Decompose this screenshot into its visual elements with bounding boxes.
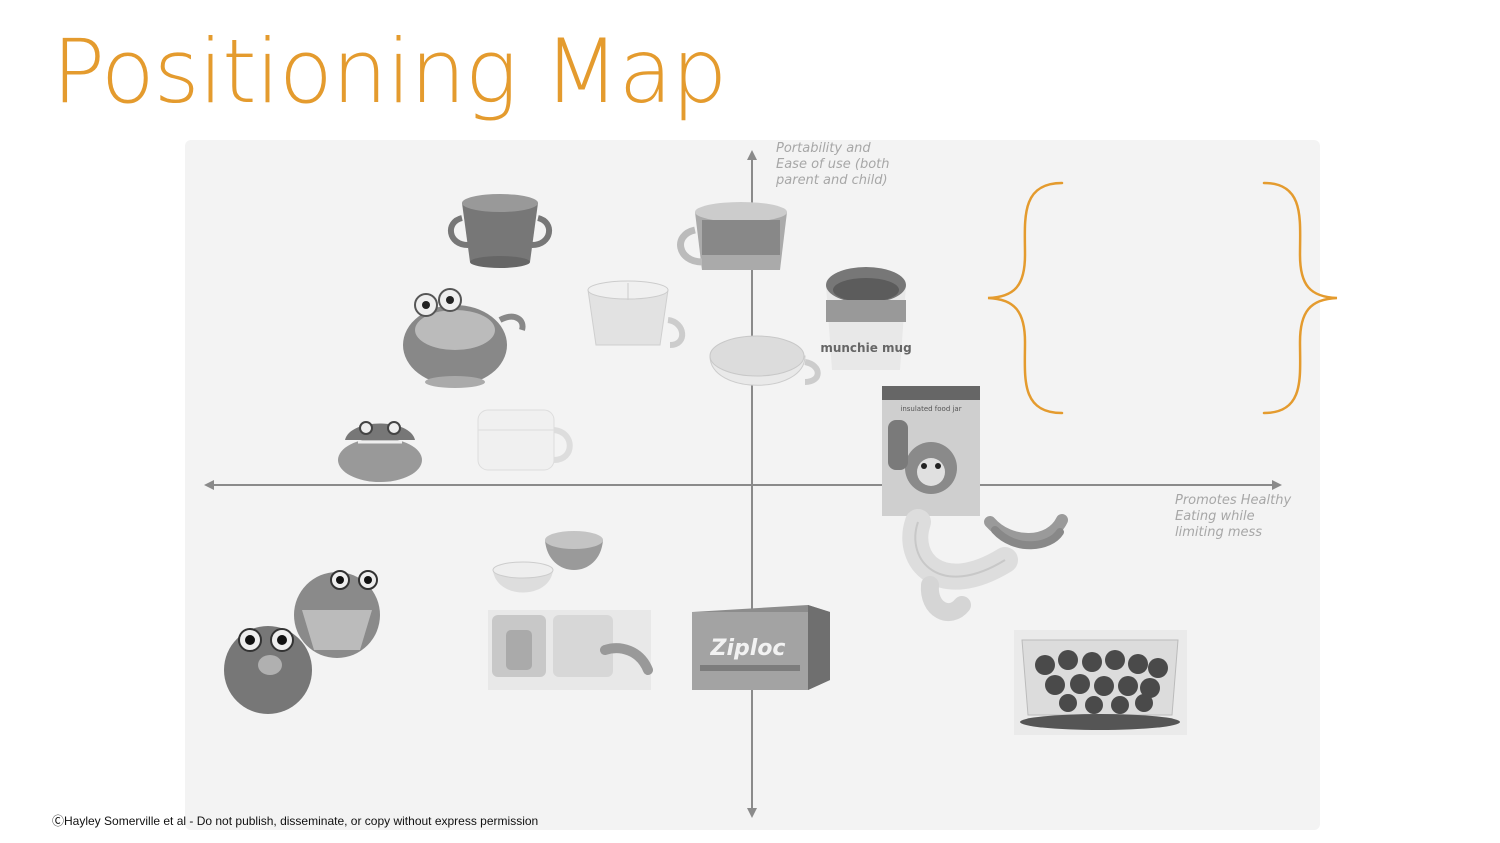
- munchie-mug-label: munchie mug: [820, 341, 911, 355]
- product-spill-proof-cup-clear: [587, 280, 686, 348]
- y-axis-arrow-top: [747, 150, 757, 160]
- product-snack-cup-handles: [448, 194, 552, 268]
- right-brace-icon: [1262, 181, 1338, 415]
- product-insulated-food-jar: insulated food jar: [882, 386, 980, 516]
- product-snack-bowl-white: [709, 335, 821, 386]
- left-brace-icon: [987, 181, 1064, 415]
- slide-title: Positioning Map: [52, 20, 727, 123]
- product-snack-cup-lid: [677, 202, 787, 270]
- product-divided-lunch-tray: [488, 610, 653, 690]
- product-stacked-bowls: [492, 531, 603, 593]
- product-ziploc-bags-box: Ziploc: [692, 605, 830, 690]
- product-crab-snack-pod: [338, 421, 422, 482]
- product-monster-snack-containers: [224, 570, 380, 714]
- x-axis-arrow-left: [204, 480, 214, 490]
- product-munchie-mug: munchie mug: [820, 267, 912, 370]
- product-clear-snack-catcher: [477, 409, 573, 471]
- product-frog-snack-bowl: [403, 288, 526, 388]
- food-jar-label: insulated food jar: [900, 405, 961, 413]
- x-axis-arrow-right: [1272, 480, 1282, 490]
- y-axis-label: Portability and Ease of use (both parent…: [776, 141, 890, 188]
- ziploc-label: Ziploc: [710, 636, 786, 661]
- brace-pair: [987, 181, 1338, 415]
- y-axis-arrow-bottom: [747, 808, 757, 818]
- copyright-footer: ⒸHayley Somerville et al - Do not publis…: [52, 814, 539, 828]
- x-axis-label: Promotes Healthy Eating while limiting m…: [1175, 493, 1292, 540]
- product-banana-guard: [902, 509, 1068, 621]
- product-grape-container: [1014, 630, 1187, 735]
